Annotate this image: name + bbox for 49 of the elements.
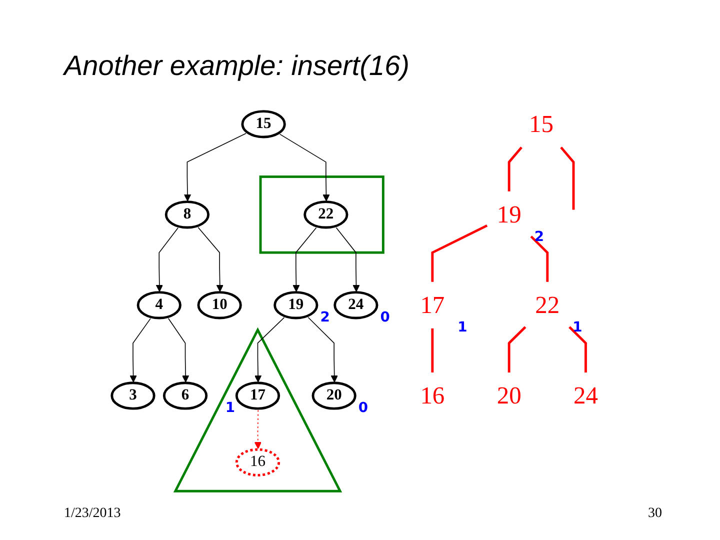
- connector-line: [568, 326, 588, 372]
- connector-line: [530, 236, 549, 282]
- tree-node: 8: [165, 200, 210, 229]
- tree-node: 4: [136, 291, 182, 320]
- annotation-number: 1: [458, 320, 468, 336]
- date-text: 1/23/2013: [64, 506, 121, 522]
- handwritten-number: 16: [420, 382, 445, 410]
- tree-node: 10: [197, 291, 242, 320]
- connector-line: [431, 328, 434, 372]
- connector-line: [560, 146, 575, 210]
- arrow: [308, 316, 338, 382]
- handwritten-number: 22: [535, 292, 560, 319]
- handwritten-number: 17: [420, 292, 445, 319]
- arrow: [130, 318, 152, 382]
- tree-node: 15: [241, 110, 286, 138]
- handwritten-number: 20: [497, 382, 522, 410]
- annotation-number: 1: [226, 400, 236, 416]
- arrow: [336, 227, 360, 292]
- tree-node: 17: [236, 382, 280, 410]
- tree-node: 6: [163, 382, 208, 410]
- tree-node: 20: [312, 382, 357, 410]
- handwritten-number: 19: [497, 201, 522, 228]
- page-number: 30: [648, 506, 662, 522]
- connector-line: [431, 224, 488, 282]
- slide-title: Another example: insert(16): [64, 50, 410, 82]
- arrow: [168, 318, 190, 382]
- tree-node: 19: [274, 291, 318, 320]
- arrow: [292, 227, 317, 292]
- annotation-number: 0: [380, 309, 390, 326]
- annotation-number: 0: [358, 400, 368, 416]
- annotation-number: 2: [534, 229, 544, 246]
- arrow: [156, 227, 179, 292]
- highlight-box: [259, 176, 385, 254]
- tree-node: 3: [110, 382, 156, 410]
- inserted-node: 16: [236, 448, 280, 476]
- handwritten-number: 15: [529, 110, 554, 138]
- arrow: [254, 317, 285, 382]
- handwritten-number: 24: [574, 382, 598, 410]
- arrow: [198, 226, 224, 292]
- tree-node: 24: [334, 291, 378, 320]
- arrow: [280, 134, 330, 202]
- connector-line: [508, 326, 526, 372]
- annotation-number: 2: [320, 309, 330, 326]
- arrow: [254, 410, 262, 450]
- arrow: [184, 132, 247, 202]
- connector-line: [508, 146, 523, 192]
- highlight-triangle: [174, 327, 342, 492]
- tree-node: 22: [304, 200, 348, 229]
- annotation-number: 1: [572, 320, 582, 336]
